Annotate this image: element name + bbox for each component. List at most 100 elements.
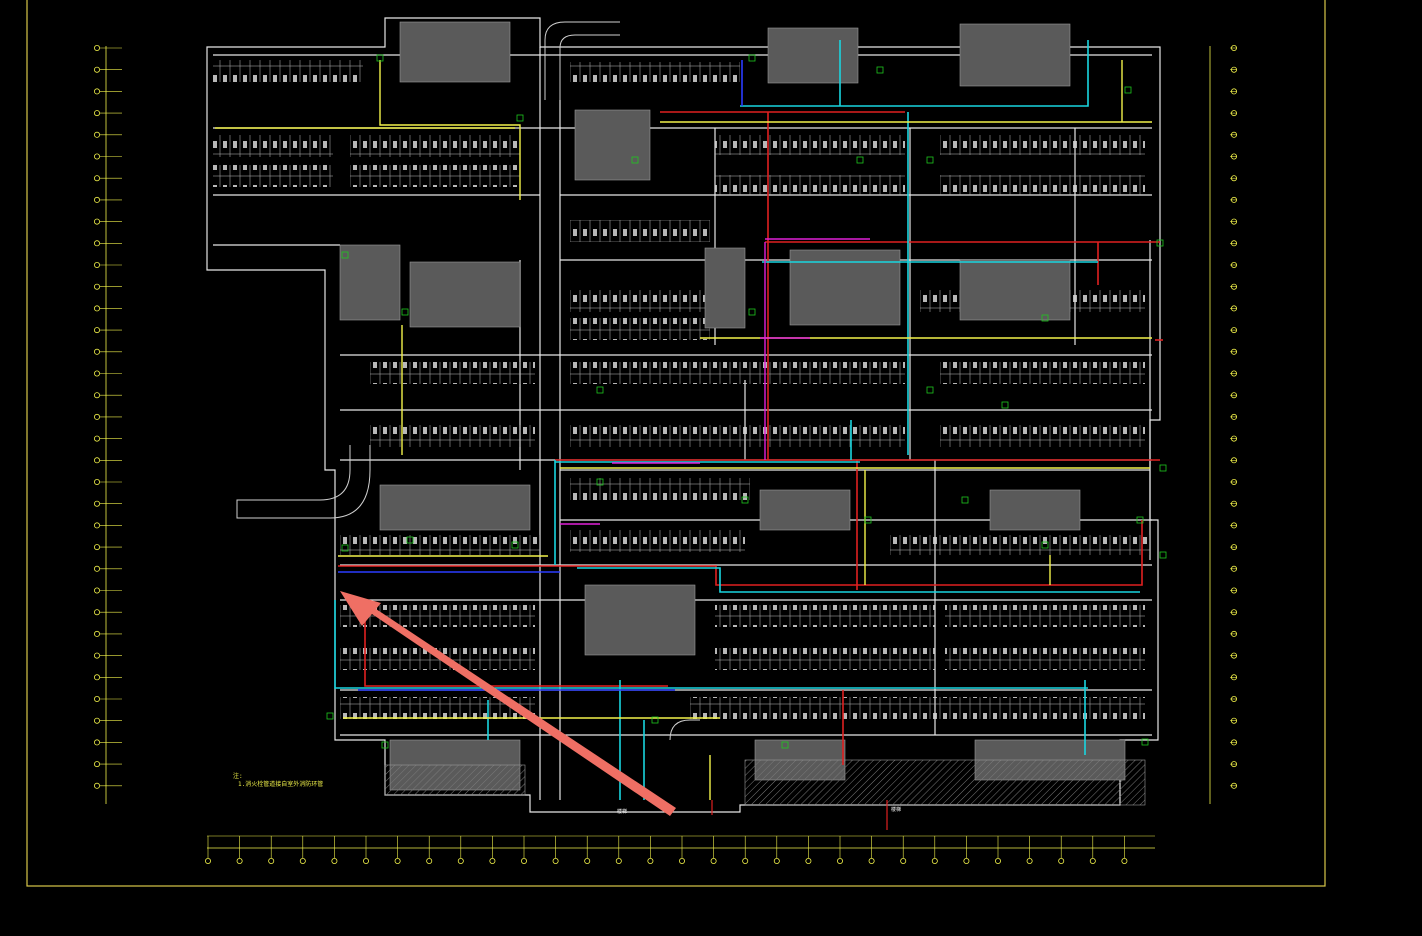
grid-bubble-icon xyxy=(1231,196,1238,203)
grid-axis-right xyxy=(1209,45,1238,804)
grid-bubble-icon xyxy=(394,858,401,865)
grid-bubble-icon xyxy=(94,761,101,768)
fire-hydrant-icon xyxy=(1159,551,1167,559)
grid-bubble-icon xyxy=(94,478,101,485)
grid-bubble-icon xyxy=(94,413,101,420)
grid-bubble-icon xyxy=(742,858,749,865)
hatched-zone-left xyxy=(384,764,526,796)
drawing-frame xyxy=(26,0,1326,887)
fire-hydrant-icon xyxy=(406,536,414,544)
grid-bubble-icon xyxy=(94,327,101,334)
fire-hydrant-icon xyxy=(1136,516,1144,524)
grid-bubble-icon xyxy=(679,858,686,865)
fire-hydrant-icon xyxy=(748,308,756,316)
grid-bubble-icon xyxy=(94,565,101,572)
grid-bubble-icon xyxy=(94,305,101,312)
fire-hydrant-icon xyxy=(401,308,409,316)
grid-bubble-icon xyxy=(1231,327,1238,334)
grid-bubble-icon xyxy=(1231,565,1238,572)
grid-bubble-icon xyxy=(521,858,528,865)
grid-bubble-icon xyxy=(900,858,907,865)
fire-hydrant-icon xyxy=(864,516,872,524)
parking-stalls xyxy=(213,60,1150,719)
grid-bubble-icon xyxy=(94,782,101,789)
fire-hydrant-icon xyxy=(926,156,934,164)
grid-bubble-icon xyxy=(1231,761,1238,768)
grid-bubble-icon xyxy=(204,858,211,865)
fire-hydrant-icon xyxy=(596,478,604,486)
fire-hydrant-icon xyxy=(516,114,524,122)
fire-hydrant-icon xyxy=(1156,239,1164,247)
grid-bubble-icon xyxy=(1058,858,1065,865)
ramps xyxy=(236,21,700,741)
grid-bubble-icon xyxy=(94,435,101,442)
grid-bubble-icon xyxy=(1231,240,1238,247)
pipes-yellow xyxy=(215,60,1152,800)
grid-bubble-icon xyxy=(1231,153,1238,160)
design-note: 1.消火栓管道接自室外消防环管 xyxy=(238,781,324,788)
grid-bubble-icon xyxy=(1231,457,1238,464)
fire-hydrant-icon xyxy=(1159,464,1167,472)
grid-bubble-icon xyxy=(1231,348,1238,355)
grid-bubble-icon xyxy=(963,858,970,865)
grid-bubble-icon xyxy=(552,858,559,865)
fire-hydrant-icon xyxy=(341,544,349,552)
fire-hydrant-icon xyxy=(856,156,864,164)
grid-bubble-icon xyxy=(94,88,101,95)
grid-bubble-icon xyxy=(1231,88,1238,95)
stair-label-a: 楼梯 xyxy=(617,809,628,815)
fire-hydrant-icon xyxy=(876,66,884,74)
fire-hydrant-icon xyxy=(1041,541,1049,549)
grid-bubble-icon xyxy=(94,652,101,659)
fire-hydrant-icon xyxy=(748,54,756,62)
grid-bubble-icon xyxy=(94,218,101,225)
grid-bubble-icon xyxy=(584,858,591,865)
fire-hydrant-icon xyxy=(341,251,349,259)
grid-bubble-icon xyxy=(1231,609,1238,616)
grid-bubble-icon xyxy=(1231,435,1238,442)
grid-axis-bottom xyxy=(204,835,1155,865)
grid-bubble-icon xyxy=(1231,717,1238,724)
grid-bubble-icon xyxy=(426,858,433,865)
grid-bubble-icon xyxy=(1231,630,1238,637)
fire-hydrant-icon xyxy=(326,712,334,720)
grid-bubble-icon xyxy=(1089,858,1096,865)
grid-bubble-icon xyxy=(94,153,101,160)
fire-hydrant-icon xyxy=(1141,738,1149,746)
fire-hydrant-icon xyxy=(961,496,969,504)
grid-bubble-icon xyxy=(1121,858,1128,865)
grid-bubble-icon xyxy=(1231,66,1238,73)
fire-hydrant-icon xyxy=(926,386,934,394)
grid-bubble-icon xyxy=(1231,45,1238,52)
grid-bubble-icon xyxy=(94,66,101,73)
grid-bubble-icon xyxy=(94,522,101,529)
grid-bubble-icon xyxy=(1231,696,1238,703)
grid-bubble-icon xyxy=(94,630,101,637)
fire-hydrant-icon xyxy=(651,716,659,724)
grid-bubble-icon xyxy=(94,240,101,247)
grid-bubble-icon xyxy=(1231,500,1238,507)
grid-bubble-icon xyxy=(94,392,101,399)
grid-bubble-icon xyxy=(94,261,101,268)
grid-bubble-icon xyxy=(710,858,717,865)
grid-bubble-icon xyxy=(457,858,464,865)
fire-hydrant-icon xyxy=(781,741,789,749)
grid-bubble-icon xyxy=(331,858,338,865)
grid-bubble-icon xyxy=(1231,392,1238,399)
fire-hydrant-icon xyxy=(1041,314,1049,322)
grid-bubble-icon xyxy=(268,858,275,865)
grid-bubble-icon xyxy=(1231,413,1238,420)
grid-bubble-icon xyxy=(94,609,101,616)
pipes-magenta xyxy=(560,238,870,525)
fire-hydrant-icon xyxy=(1001,401,1009,409)
grid-bubble-icon xyxy=(94,348,101,355)
grid-bubble-icon xyxy=(94,175,101,182)
fire-hydrant-icon xyxy=(741,496,749,504)
grid-bubble-icon xyxy=(94,739,101,746)
fire-hydrant-icon xyxy=(381,741,389,749)
grid-bubble-icon xyxy=(1231,478,1238,485)
grid-bubble-icon xyxy=(489,858,496,865)
grid-bubble-icon xyxy=(94,717,101,724)
